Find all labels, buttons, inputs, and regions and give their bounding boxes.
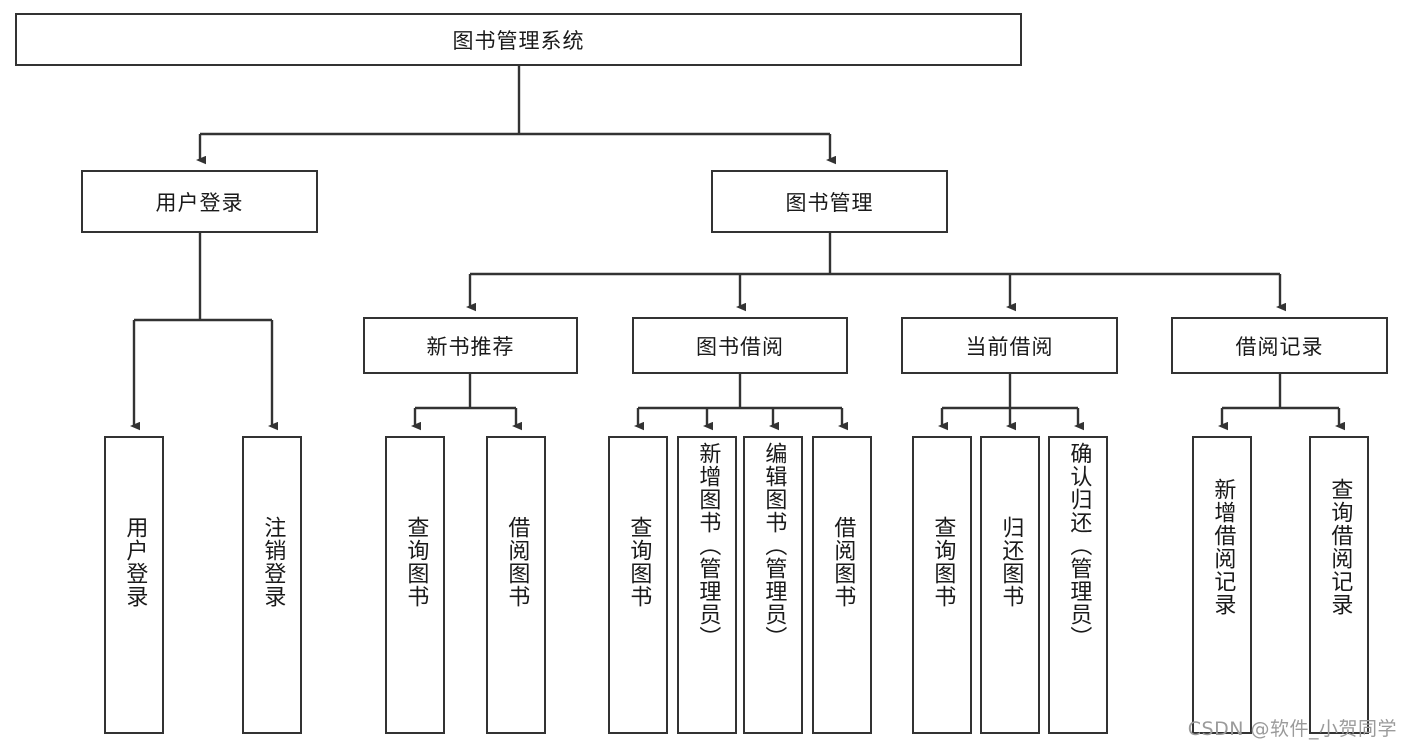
- node-label: 新增借阅记录: [1210, 478, 1236, 616]
- node-label: 编辑图书（管理员）: [761, 442, 787, 649]
- leaf-book-borrow-add-book-admin[interactable]: 新增图书（管理员）: [677, 436, 737, 734]
- node-borrow-record[interactable]: 借阅记录: [1171, 317, 1388, 374]
- node-user-login[interactable]: 用户登录: [81, 170, 318, 233]
- leaf-current-borrow-return-book[interactable]: 归还图书: [980, 436, 1040, 734]
- node-label: 当前借阅: [965, 334, 1054, 359]
- leaf-book-borrow-query-book[interactable]: 查询图书: [608, 436, 668, 734]
- leaf-user-login-login[interactable]: 用户登录: [104, 436, 164, 734]
- node-label: 图书管理系统: [452, 28, 585, 53]
- node-label: 用户登录: [155, 190, 244, 215]
- node-label: 图书管理: [785, 190, 874, 215]
- node-label: 借阅记录: [1235, 334, 1324, 359]
- node-label: 借阅图书: [830, 516, 856, 608]
- watermark-text: CSDN @软件_小贺同学: [1187, 718, 1397, 740]
- node-label: 图书借阅: [696, 334, 784, 359]
- node-new-book-recommend[interactable]: 新书推荐: [363, 317, 578, 374]
- leaf-current-borrow-query-book[interactable]: 查询图书: [912, 436, 972, 734]
- node-label: 归还图书: [998, 516, 1024, 608]
- node-label: 查询借阅记录: [1327, 478, 1353, 616]
- node-root-book-management-system[interactable]: 图书管理系统: [15, 13, 1022, 66]
- node-label: 查询图书: [626, 516, 652, 608]
- node-label: 查询图书: [930, 516, 956, 608]
- leaf-user-login-logout[interactable]: 注销登录: [242, 436, 302, 734]
- node-label: 新书推荐: [426, 334, 515, 359]
- leaf-borrow-record-add-record[interactable]: 新增借阅记录: [1192, 436, 1252, 734]
- leaf-new-book-query-book[interactable]: 查询图书: [385, 436, 445, 734]
- leaf-book-borrow-edit-book-admin[interactable]: 编辑图书（管理员）: [743, 436, 803, 734]
- leaf-borrow-record-query-record[interactable]: 查询借阅记录: [1309, 436, 1369, 734]
- node-label: 借阅图书: [504, 516, 530, 608]
- leaf-book-borrow-borrow-book[interactable]: 借阅图书: [812, 436, 872, 734]
- leaf-current-borrow-confirm-return-admin[interactable]: 确认归还（管理员）: [1048, 436, 1108, 734]
- leaf-new-book-borrow-book[interactable]: 借阅图书: [486, 436, 546, 734]
- node-label: 注销登录: [260, 516, 286, 608]
- node-label: 新增图书（管理员）: [695, 442, 721, 649]
- node-book-management[interactable]: 图书管理: [711, 170, 948, 233]
- node-book-borrow[interactable]: 图书借阅: [632, 317, 848, 374]
- node-current-borrow[interactable]: 当前借阅: [901, 317, 1118, 374]
- node-label: 确认归还（管理员）: [1066, 442, 1092, 649]
- node-label: 查询图书: [403, 516, 429, 608]
- node-label: 用户登录: [122, 516, 148, 608]
